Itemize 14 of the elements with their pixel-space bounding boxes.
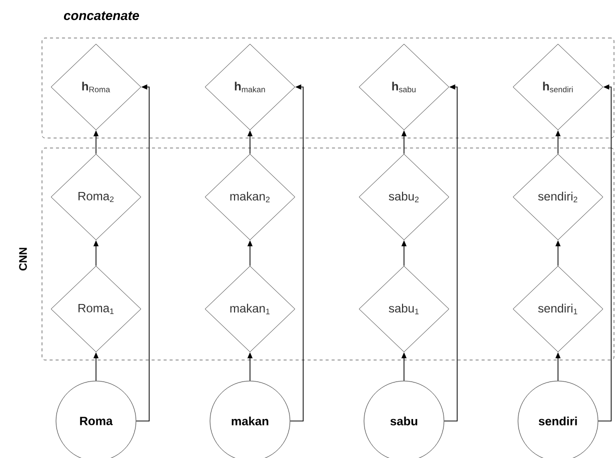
- diamond-node: h$_{makan}$: [204, 44, 296, 130]
- diamond-node: sendiri$_{2}$: [512, 154, 604, 240]
- diamond-node: h$_{Roma}$: [50, 44, 142, 130]
- diamond-node: Roma$_{1}$: [50, 266, 142, 352]
- diamond-node: sendiri$_{1}$: [512, 266, 604, 352]
- diamond-node: sabu$_{1}$: [358, 266, 450, 352]
- diamond-node: h$_{sabu}$: [358, 44, 450, 130]
- diamond-node: h$_{sendiri}$: [512, 44, 604, 130]
- diamond-node: sabu$_{2}$: [358, 154, 450, 240]
- group-label: concatenate: [64, 12, 140, 20]
- group-label: CNN: [19, 248, 27, 270]
- diamond-node: Roma$_{2}$: [50, 154, 142, 240]
- diamond-node: makan$_{2}$: [204, 154, 296, 240]
- diamond-node: makan$_{1}$: [204, 266, 296, 352]
